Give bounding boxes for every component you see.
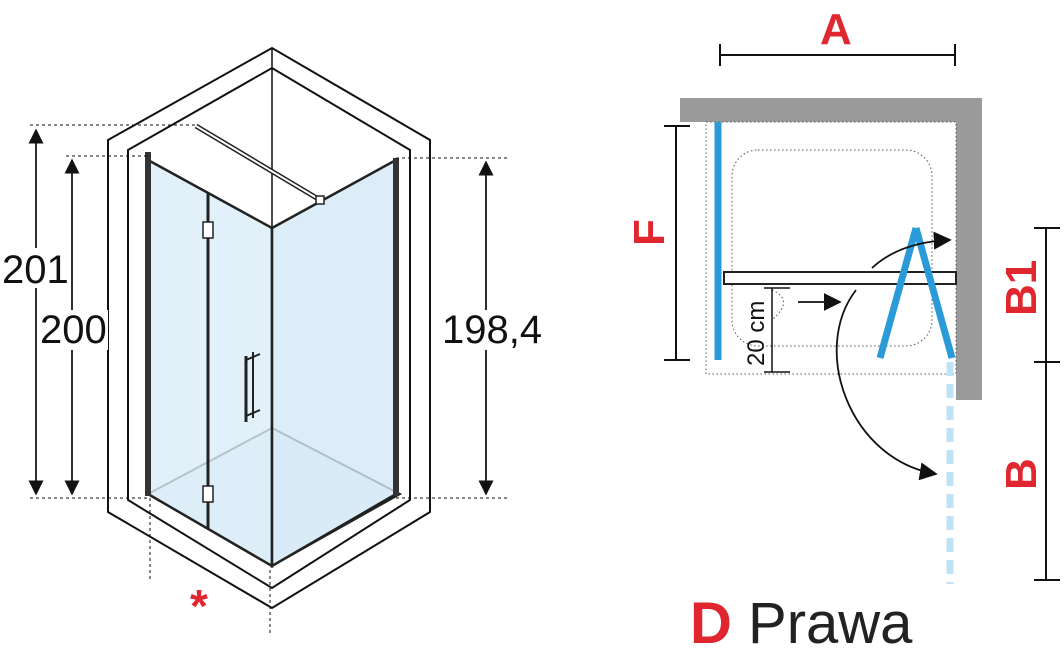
variant-title: D Prawa: [690, 592, 912, 656]
variant-letter: D: [690, 591, 732, 656]
folding-door-leaf-1: [876, 227, 920, 359]
glass-panel-right: [270, 157, 398, 569]
hinge-bottom: [202, 485, 214, 503]
asterisk-mark: *: [190, 580, 208, 632]
hinge-top: [202, 221, 214, 239]
plan-view: A F 20 cm: [625, 5, 1060, 584]
dim-right-label: 198,4: [442, 308, 542, 352]
wall-top: [680, 98, 982, 122]
gap-label: 20 cm: [743, 301, 770, 366]
wall-right: [956, 98, 982, 400]
label-f: F: [625, 219, 674, 246]
variant-word: Prawa: [748, 591, 913, 656]
stabilizer-bar: [194, 123, 325, 205]
label-b: B: [997, 458, 1046, 490]
folding-door-leaf-2: [912, 227, 956, 359]
label-b1: B1: [997, 260, 1046, 316]
dim-20cm-line: [764, 287, 790, 373]
stabilizer-bar-plan: [723, 271, 957, 285]
label-a: A: [820, 5, 852, 54]
isometric-view: 201 200 198,4 *: [0, 46, 544, 635]
dim-b-line: [1034, 227, 1060, 581]
dim-a-line: [719, 44, 956, 66]
door-handle: [244, 352, 261, 422]
dim-total-label: 201: [2, 248, 69, 292]
dim-inner-label: 200: [40, 308, 107, 352]
dim-f-line: [664, 125, 690, 361]
swing-arc-large: [835, 289, 938, 481]
swing-arc-small: [871, 231, 952, 269]
